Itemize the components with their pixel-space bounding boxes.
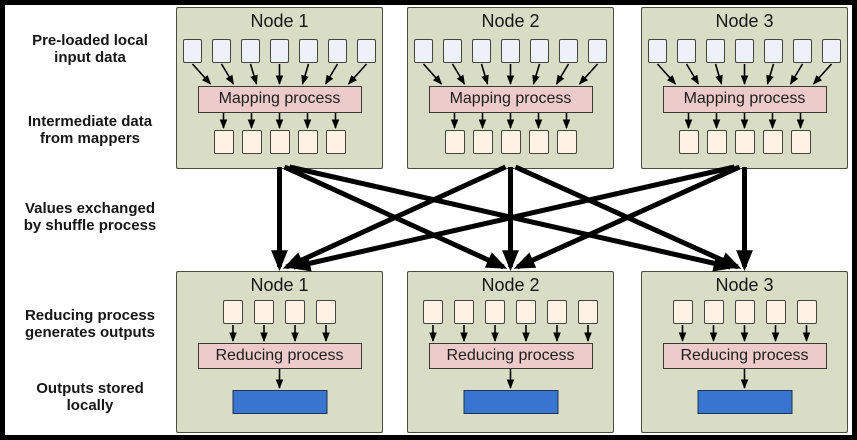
reducing-process-box: Reducing process xyxy=(428,343,593,369)
input-data-square xyxy=(212,39,231,63)
input-data-square xyxy=(706,39,725,63)
input-data-square xyxy=(677,39,696,63)
input-data-square xyxy=(183,39,202,63)
reduce-node-3: Node 3 Reducing process xyxy=(641,271,848,433)
label-shuffle-exchange: Values exchanged by shuffle process xyxy=(23,200,157,234)
reduce-input-square xyxy=(285,300,305,324)
label-outputs-stored: Outputs stored locally xyxy=(36,380,144,414)
reduce-input-square xyxy=(547,300,567,324)
input-data-square xyxy=(357,39,376,63)
reduce-input-square xyxy=(672,300,693,324)
input-data-row xyxy=(642,39,847,63)
mapping-process-box: Mapping process xyxy=(662,86,827,113)
intermediate-data-square xyxy=(528,130,549,154)
intermediate-data-square xyxy=(734,130,755,154)
intermediate-data-square xyxy=(678,130,699,154)
reduce-node-2: Node 2 Reducing process xyxy=(407,271,614,433)
reduce-input-row xyxy=(177,300,382,324)
intermediate-data-square xyxy=(500,130,521,154)
node-title: Node 3 xyxy=(715,275,774,295)
input-data-square xyxy=(822,39,841,63)
input-data-square xyxy=(588,39,607,63)
node-title: Node 1 xyxy=(250,11,309,31)
input-data-square xyxy=(472,39,491,63)
intermediate-data-square xyxy=(556,130,577,154)
output-bar xyxy=(232,390,327,414)
intermediate-data-square xyxy=(790,130,811,154)
input-data-square xyxy=(241,39,260,63)
reduce-input-square xyxy=(516,300,536,324)
intermediate-data-square xyxy=(325,130,346,154)
input-data-square xyxy=(793,39,812,63)
output-bar xyxy=(463,390,558,414)
reduce-input-square xyxy=(796,300,817,324)
map-node-1: Node 1 Mapping process xyxy=(176,7,383,169)
reduce-input-square xyxy=(423,300,443,324)
intermediate-data-row xyxy=(177,130,382,154)
node-title: Node 1 xyxy=(250,275,309,295)
input-data-square xyxy=(270,39,289,63)
intermediate-data-row xyxy=(642,130,847,154)
reduce-input-square xyxy=(734,300,755,324)
reduce-input-square xyxy=(765,300,786,324)
input-data-square xyxy=(328,39,347,63)
reduce-input-square xyxy=(703,300,724,324)
intermediate-data-square xyxy=(241,130,262,154)
reduce-input-square xyxy=(254,300,274,324)
map-node-3: Node 3 Mapping process xyxy=(641,7,848,169)
node-title: Node 2 xyxy=(481,275,540,295)
input-data-square xyxy=(648,39,667,63)
input-data-square xyxy=(414,39,433,63)
input-data-square xyxy=(530,39,549,63)
mapping-process-box: Mapping process xyxy=(197,86,362,113)
reduce-input-square xyxy=(223,300,243,324)
intermediate-data-square xyxy=(213,130,234,154)
reduce-input-square xyxy=(485,300,505,324)
input-data-row xyxy=(408,39,613,63)
reduce-input-row xyxy=(408,300,613,324)
map-node-2: Node 2 Mapping process xyxy=(407,7,614,169)
reduce-input-square xyxy=(454,300,474,324)
input-data-row xyxy=(177,39,382,63)
input-data-square xyxy=(299,39,318,63)
intermediate-data-square xyxy=(297,130,318,154)
reduce-input-row xyxy=(642,300,847,324)
node-title: Node 3 xyxy=(715,11,774,31)
intermediate-data-row xyxy=(408,130,613,154)
input-data-square xyxy=(443,39,462,63)
input-data-square xyxy=(501,39,520,63)
output-bar xyxy=(697,390,792,414)
reduce-input-square xyxy=(316,300,336,324)
reduce-input-square xyxy=(578,300,598,324)
reducing-process-box: Reducing process xyxy=(662,343,827,369)
input-data-square xyxy=(735,39,754,63)
input-data-square xyxy=(559,39,578,63)
intermediate-data-square xyxy=(444,130,465,154)
mapping-process-box: Mapping process xyxy=(428,86,593,113)
reducing-process-box: Reducing process xyxy=(197,343,362,369)
label-intermediate-data: Intermediate data from mappers xyxy=(27,113,153,147)
input-data-square xyxy=(764,39,783,63)
reduce-node-1: Node 1 Reducing process xyxy=(176,271,383,433)
label-reducing-process: Reducing process generates outputs xyxy=(24,307,156,341)
node-title: Node 2 xyxy=(481,11,540,31)
intermediate-data-square xyxy=(269,130,290,154)
label-preloaded-input: Pre-loaded local input data xyxy=(32,32,148,66)
intermediate-data-square xyxy=(762,130,783,154)
intermediate-data-square xyxy=(472,130,493,154)
intermediate-data-square xyxy=(706,130,727,154)
